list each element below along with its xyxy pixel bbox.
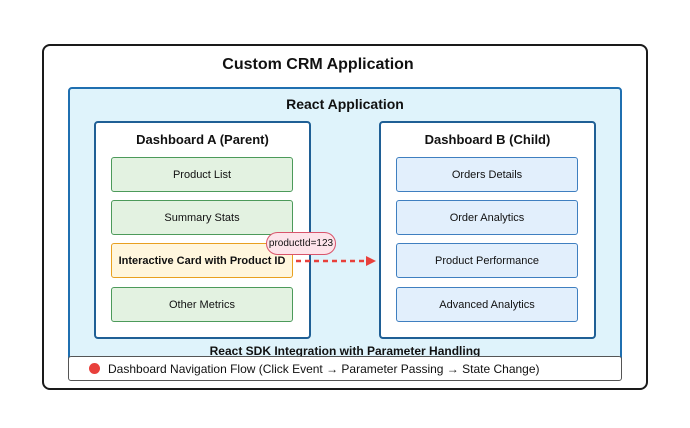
advanced-analytics-card: Advanced Analytics <box>396 287 578 322</box>
order-analytics-card: Order Analytics <box>396 200 578 235</box>
orders-details-card: Orders Details <box>396 157 578 192</box>
sdk-integration-label: React SDK Integration with Parameter Han… <box>209 344 481 358</box>
product-list-card: Product List <box>111 157 293 192</box>
legend: Dashboard Navigation Flow (Click Event →… <box>68 356 622 381</box>
summary-stats-card: Summary Stats <box>111 200 293 235</box>
red-dot-icon <box>89 363 100 374</box>
parameter-badge: productId=123 <box>266 232 336 255</box>
arrow-head-icon <box>366 256 376 266</box>
other-metrics-card: Other Metrics <box>111 287 293 322</box>
crm-app-title: Custom CRM Application <box>222 56 414 73</box>
product-performance-card: Product Performance <box>396 243 578 278</box>
dashboard-a-title: Dashboard A (Parent) <box>136 132 269 147</box>
dashboard-b-title: Dashboard B (Child) <box>424 132 551 147</box>
legend-text: Dashboard Navigation Flow (Click Event →… <box>108 361 540 376</box>
react-application-title: React Application <box>286 96 404 112</box>
interactive-card[interactable]: Interactive Card with Product ID <box>111 243 293 278</box>
